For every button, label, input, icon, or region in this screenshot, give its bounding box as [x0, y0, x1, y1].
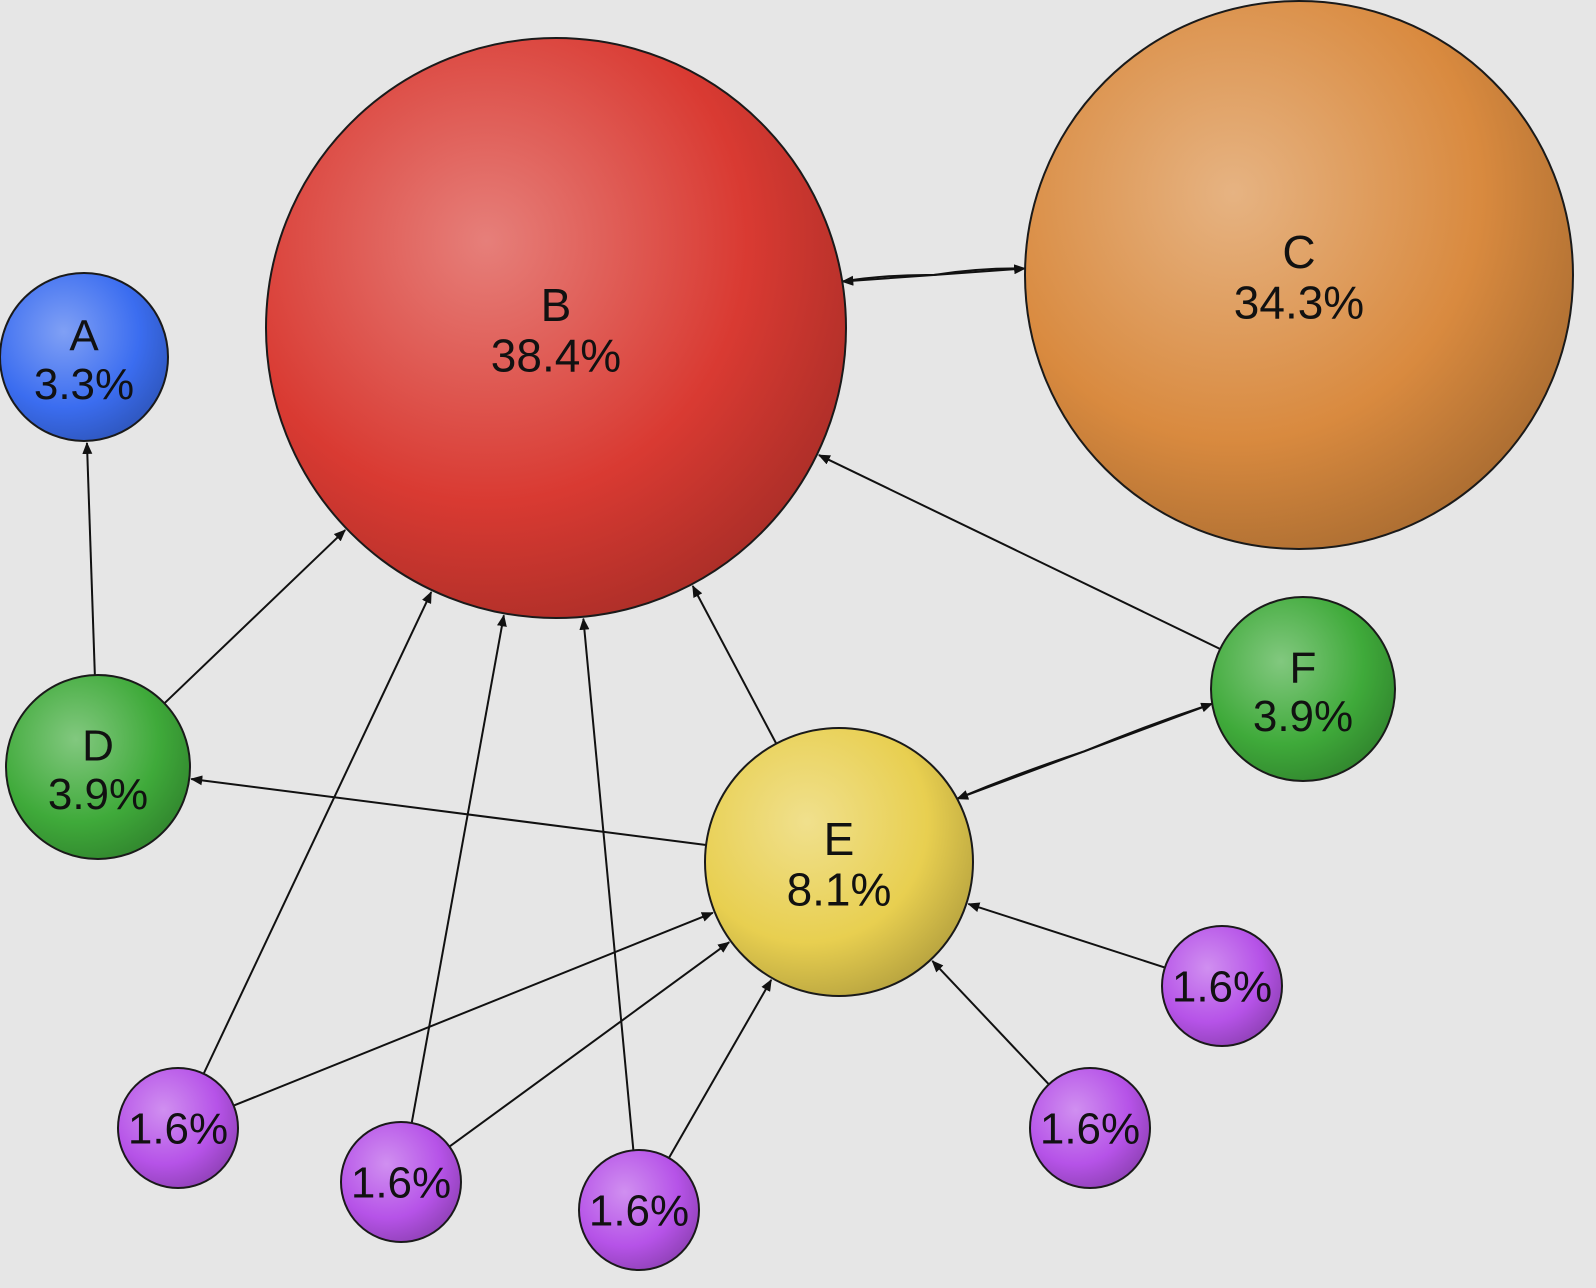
edge-e-to-b	[691, 585, 778, 745]
node-value-label: 1.6%	[1040, 1104, 1140, 1153]
edge-f-to-e	[956, 702, 1213, 800]
node-value-label: 3.3%	[34, 360, 134, 409]
node-b: B38.4%	[265, 37, 847, 619]
nodes-layer: A3.3%B38.4%C34.3%D3.9%E8.1%F3.9%1.6%1.6%…	[0, 0, 1574, 1271]
edge-d-to-b	[163, 529, 346, 705]
node-name-label: A	[69, 311, 99, 360]
edge-f-to-b	[818, 454, 1221, 650]
node-name-label: C	[1282, 226, 1315, 278]
edge-d-to-a	[82, 441, 96, 676]
node-value-label: 1.6%	[1172, 962, 1272, 1011]
node-circle	[5, 674, 191, 860]
node-e: E8.1%	[704, 727, 974, 997]
edges-layer	[82, 264, 1221, 1159]
edge-c-to-b	[841, 267, 1026, 286]
edge-p5-to-e	[967, 902, 1166, 969]
node-value-label: 3.9%	[48, 770, 148, 819]
node-value-label: 38.4%	[491, 330, 621, 382]
node-name-label: F	[1290, 643, 1317, 692]
node-circle	[340, 1121, 462, 1243]
node-c: C34.3%	[1024, 0, 1574, 550]
node-circle	[0, 272, 169, 442]
node-name-label: B	[541, 279, 572, 331]
node-circle	[265, 37, 847, 619]
node-value-label: 1.6%	[128, 1104, 228, 1153]
node-d: D3.9%	[5, 674, 191, 860]
node-p5: 1.6%	[1161, 925, 1283, 1047]
node-name-label: D	[82, 721, 114, 770]
node-p3: 1.6%	[578, 1149, 700, 1271]
node-value-label: 1.6%	[351, 1158, 451, 1207]
node-circle	[1161, 925, 1283, 1047]
node-circle	[1210, 596, 1396, 782]
node-a: A3.3%	[0, 272, 169, 442]
edge-p2-to-e	[448, 941, 730, 1148]
node-value-label: 34.3%	[1234, 277, 1364, 329]
edge-p3-to-b	[579, 617, 635, 1151]
edge-p4-to-e	[931, 960, 1050, 1086]
node-circle	[1029, 1067, 1151, 1189]
node-circle	[1024, 0, 1574, 550]
edge-p1-to-b	[202, 591, 433, 1075]
edge-p1-to-e	[233, 911, 714, 1107]
node-name-label: E	[824, 813, 855, 865]
node-value-label: 3.9%	[1253, 692, 1353, 741]
node-p2: 1.6%	[340, 1121, 462, 1243]
node-circle	[578, 1149, 700, 1271]
node-p1: 1.6%	[117, 1067, 239, 1189]
edge-e-to-d	[190, 775, 707, 846]
node-circle	[704, 727, 974, 997]
node-value-label: 8.1%	[787, 864, 892, 916]
node-f: F3.9%	[1210, 596, 1396, 782]
edge-p2-to-b	[410, 614, 507, 1124]
edge-p3-to-e	[668, 979, 773, 1159]
node-circle	[117, 1067, 239, 1189]
node-value-label: 1.6%	[589, 1186, 689, 1235]
node-p4: 1.6%	[1029, 1067, 1151, 1189]
